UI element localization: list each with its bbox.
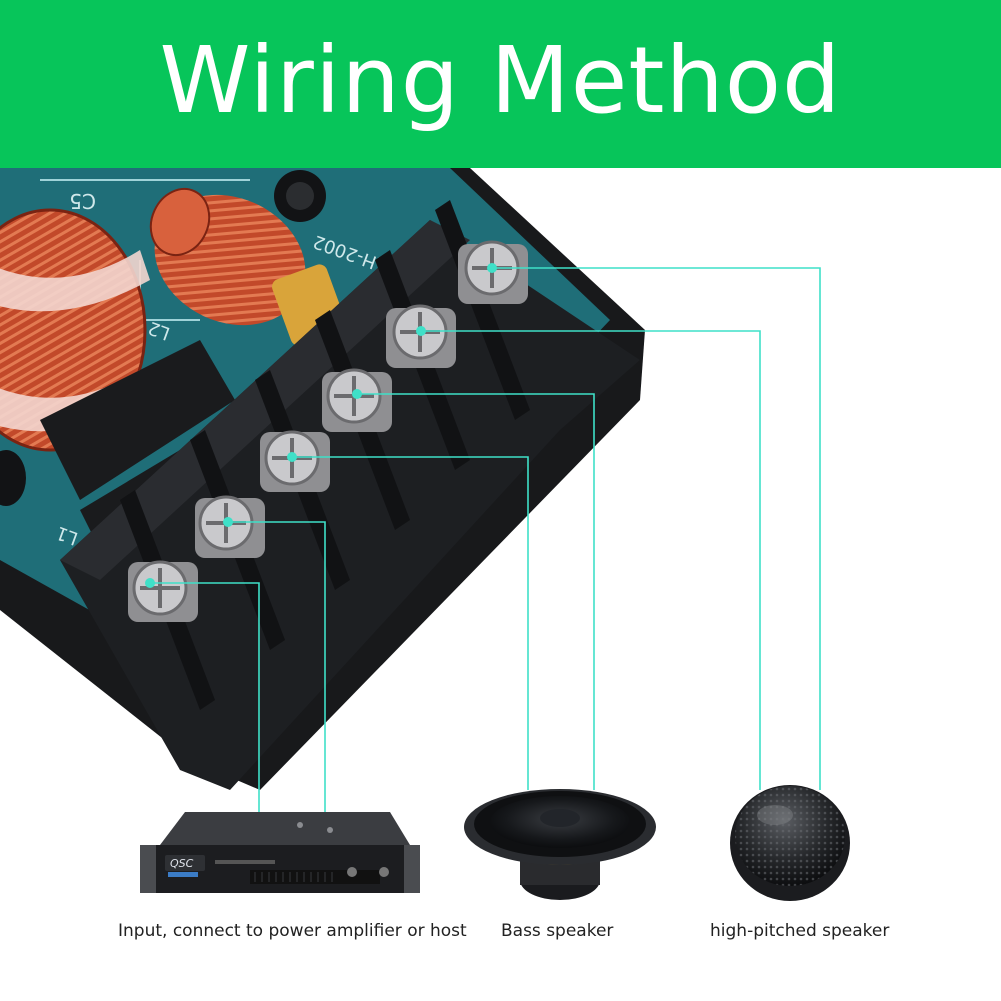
- terminal-dot: [145, 578, 155, 588]
- coil-icon: [149, 187, 346, 346]
- tweeter-icon: [730, 785, 850, 901]
- amplifier-icon: QSC: [140, 812, 420, 893]
- screw-terminal-icon: [386, 304, 456, 368]
- wire-amp-2: [228, 521, 326, 812]
- screw-terminal-icon: [260, 430, 330, 492]
- page-title: Wiring Method: [159, 27, 842, 134]
- wire-tweet-2: [492, 267, 821, 790]
- screw-terminal-icon: [322, 368, 392, 432]
- wire-bass-2: [357, 393, 595, 790]
- wire-amp-1: [150, 582, 260, 812]
- screw-terminal-icon: [458, 240, 528, 304]
- caption-amplifier: Input, connect to power amplifier or hos…: [118, 921, 467, 941]
- wire-dots: [145, 263, 497, 588]
- wire-tweet-1: [421, 330, 761, 790]
- terminal-dot: [487, 263, 497, 273]
- woofer-icon: [464, 789, 656, 900]
- terminal-dot: [352, 389, 362, 399]
- terminal-dot: [287, 452, 297, 462]
- amplifier-brand: QSC: [170, 857, 194, 870]
- screw-terminal-icon: [195, 495, 265, 558]
- terminal-dot: [223, 517, 233, 527]
- screw-terminal-icon: [128, 560, 198, 622]
- wiring-lines: [150, 267, 821, 812]
- caption-bass-speaker: Bass speaker: [501, 921, 614, 941]
- crossover-board: C5 AH-2002 L2 L1: [0, 168, 645, 790]
- terminal-dot: [416, 326, 426, 336]
- silkscreen-c5: C5: [69, 189, 96, 213]
- wire-bass-1: [292, 456, 529, 790]
- header-banner: Wiring Method: [0, 0, 1001, 168]
- terminal-block: [60, 200, 640, 790]
- caption-tweeter: high-pitched speaker: [710, 921, 890, 941]
